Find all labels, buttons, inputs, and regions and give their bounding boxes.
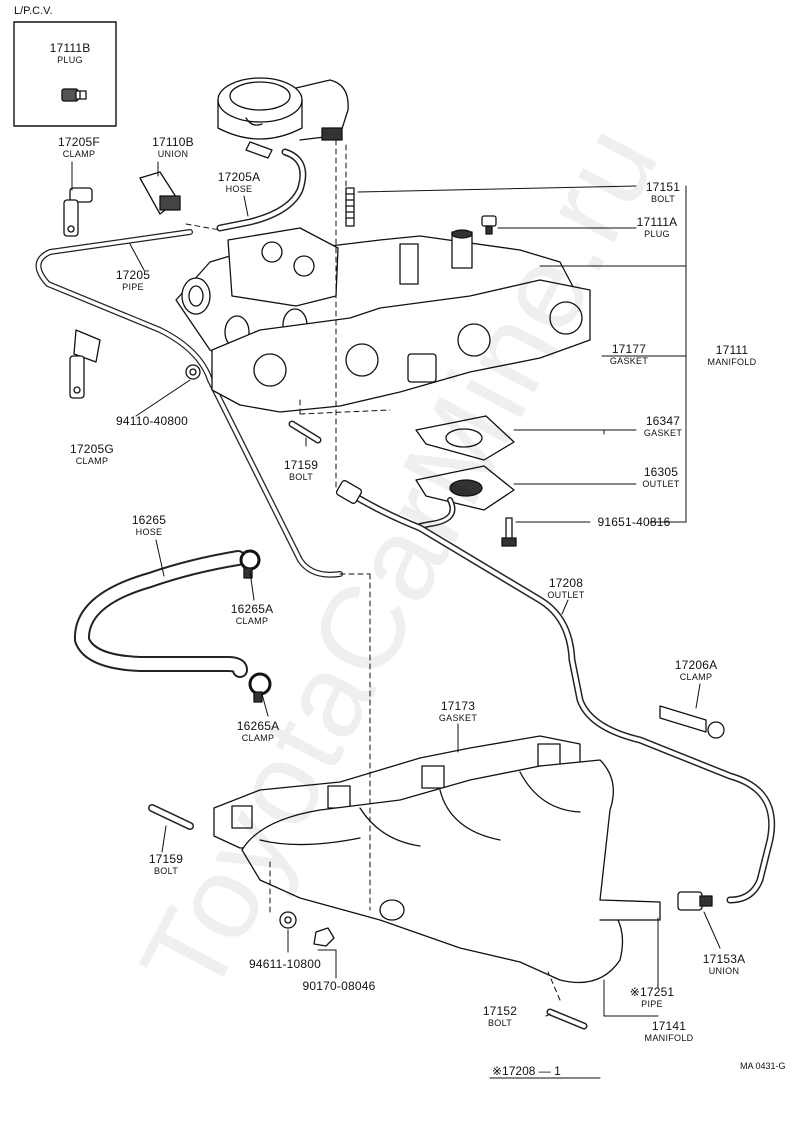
clamp-16265a-lower-drawing [248,672,272,703]
washer-94611-drawing [279,911,297,929]
union-17153a-drawing [677,891,713,911]
part-label-94611-10800: 94611-10800 [248,957,322,971]
part-label-94110-40800: 94110-40800 [115,414,189,428]
bolt-91651-drawing [501,517,517,547]
bolt-17151-drawing [345,187,355,227]
part-label-90170-08046: 90170-08046 [302,979,376,993]
diagram-code: MA 0431-G [740,1061,786,1071]
part-label-91651-40816: 91651-40816 [597,515,671,529]
exhaust-manifold-17141-drawing [241,759,661,984]
union-17110b-drawing [139,171,181,215]
nut-94110-drawing [185,364,201,380]
clamp-16265a-upper-drawing [239,549,261,579]
outlet-16305-drawing [415,465,515,529]
stud-17159-upper-drawing [288,420,322,444]
clamp-17205f-drawing [63,187,93,237]
bolt-17152-drawing [546,1008,588,1030]
leader-lines [71,161,721,1079]
plug-17111b-drawing [61,88,87,102]
pcv-title: L/P.C.V. [14,5,53,17]
gasket-17177-drawing [211,279,591,413]
clamp-17206a-drawing [659,705,725,739]
plug-17111a-drawing [481,215,497,235]
stud-17159-lower-drawing [148,804,194,830]
reference-lines [185,139,561,1001]
nut-90170-drawing [313,927,335,947]
footnote: ※17208 — 1 [492,1064,561,1078]
gasket-16347-drawing [415,415,515,461]
pcv-inset-box [13,21,117,127]
clamp-17205g-drawing [69,329,101,399]
air-cleaner-drawing [217,77,349,159]
